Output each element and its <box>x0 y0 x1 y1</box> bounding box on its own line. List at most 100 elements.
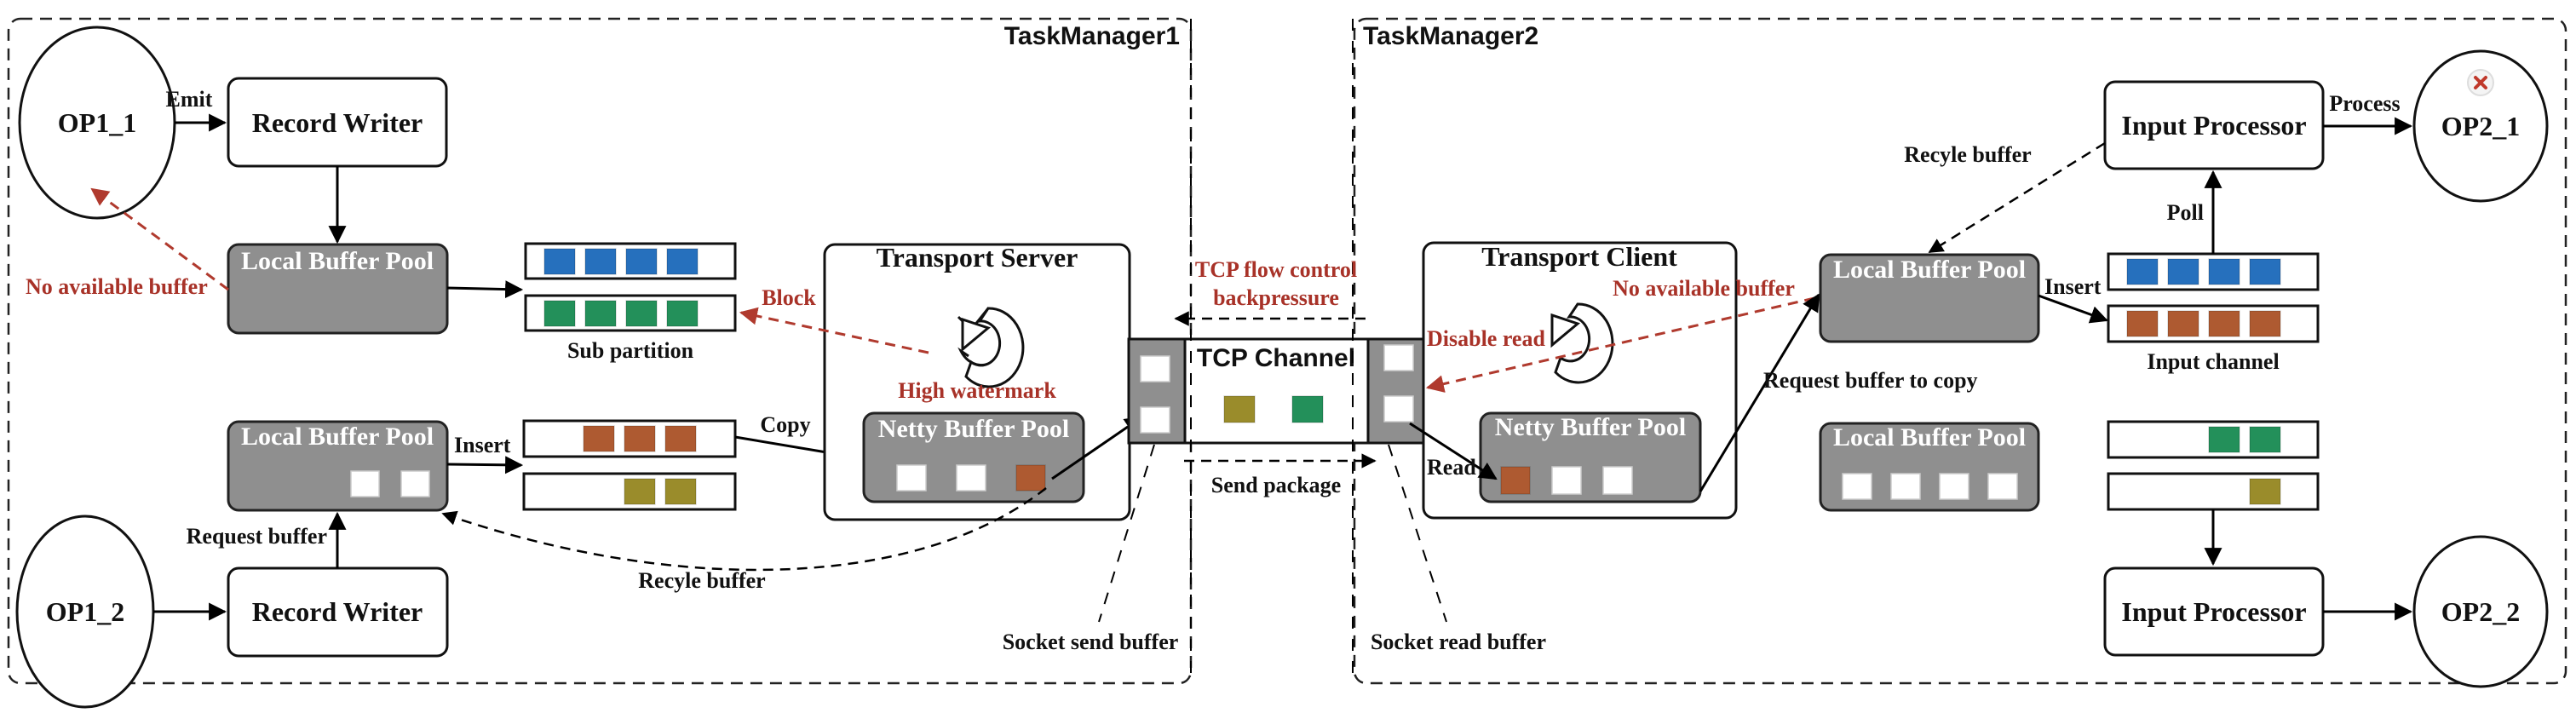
block-arrow <box>739 307 929 354</box>
buffer-block-green <box>1291 395 1324 423</box>
taskmanager1-title: TaskManager1 <box>1004 22 1180 50</box>
buffer-block-orange <box>2167 310 2199 337</box>
local-buffer-pool-tm1-top[interactable]: Local Buffer Pool <box>227 243 449 335</box>
netty-buffer-pool-client[interactable]: Netty Buffer Pool <box>1479 411 1702 503</box>
disable-read-arrow <box>1425 296 1815 393</box>
sub-partition-queue-1 <box>524 242 737 280</box>
local-buffer-pool-tm2-top[interactable]: Local Buffer Pool <box>1819 253 2040 343</box>
buffer-block-olive <box>624 478 656 505</box>
empty-buffer-slot <box>1140 406 1170 434</box>
insert-label-tm2: Insert <box>2044 274 2102 299</box>
transport-server-title: Transport Server <box>877 242 1078 273</box>
transport-client-title: Transport Client <box>1481 241 1677 272</box>
recycle-buffer-arrow-tm2 <box>1928 141 2106 254</box>
send-package-label: Send package <box>1211 473 1341 497</box>
empty-buffer-slot <box>1383 395 1414 423</box>
emit-label: Emit <box>166 87 213 112</box>
empty-buffer-slot <box>1939 473 1969 500</box>
block-label: Block <box>762 285 816 310</box>
pool-title: Local Buffer Pool <box>241 423 434 451</box>
empty-buffer-slot <box>1890 473 1921 500</box>
buffer-block-olive <box>664 478 697 505</box>
empty-buffer-slot <box>1551 466 1582 495</box>
read-socket-slots <box>1383 344 1414 423</box>
buffer-block-orange <box>2126 310 2159 337</box>
buffer-block-orange <box>2249 310 2281 337</box>
empty-buffer-slot <box>1987 473 2018 500</box>
operator-label: OP2_2 <box>2441 596 2520 627</box>
pool-title: Local Buffer Pool <box>1833 423 2026 451</box>
no-available-buffer-label-tm1: No available buffer <box>26 274 208 299</box>
queue-buffers <box>2126 310 2281 337</box>
tcp-channel-body <box>1183 337 1370 445</box>
local-buffer-pool-tm1-bottom[interactable]: Local Buffer Pool <box>227 420 449 512</box>
empty-buffer-slot <box>1140 355 1170 382</box>
buffer-block-green <box>584 300 617 327</box>
queue-buffers <box>2249 478 2281 505</box>
request-buffer-label: Request buffer <box>187 524 327 549</box>
operator-op1-2[interactable]: OP1_2 <box>15 515 155 709</box>
buffer-block-blue <box>2249 258 2281 285</box>
queue-buffers <box>543 248 699 275</box>
buffer-block-green <box>2208 426 2240 453</box>
operator-label: OP2_1 <box>2441 111 2520 141</box>
empty-buffer-slot <box>350 470 380 497</box>
disable-read-label: Disable read <box>1427 326 1545 351</box>
operator-op2-2[interactable]: OP2_2 <box>2412 535 2549 688</box>
local-buffer-pool-tm2-bottom[interactable]: Local Buffer Pool <box>1819 422 2040 512</box>
tcp-flow-control-line1: TCP flow control <box>1195 257 1357 282</box>
free-buffer-slots <box>350 470 430 497</box>
send-socket-slots <box>1140 355 1170 434</box>
empty-buffer-slot <box>1602 466 1633 495</box>
input-channel-queue-1 <box>2107 252 2320 291</box>
queue-buffers <box>2126 258 2281 285</box>
empty-buffer-slot <box>1383 344 1414 371</box>
operator-op2-1[interactable]: OP2_1 <box>2412 49 2549 203</box>
read-arrow <box>1409 422 1498 480</box>
operator-label: OP1_2 <box>46 596 124 627</box>
buffer-block-blue <box>666 248 699 275</box>
input-processor-label: Input Processor <box>2121 596 2306 627</box>
sub-partition-queue-2 <box>524 294 737 332</box>
tcp-flow-control-line2: backpressure <box>1213 285 1339 310</box>
result-queue-1 <box>522 419 737 458</box>
buffer-block-green <box>666 300 699 327</box>
refresh-loop-icon <box>957 307 1025 388</box>
record-writer-top[interactable]: Record Writer <box>227 77 448 168</box>
socket-read-buffer-leader <box>1388 444 1447 623</box>
input-channel-queue-2 <box>2107 304 2320 343</box>
input-processor-top[interactable]: Input Processor <box>2103 80 2325 170</box>
buffer-block-orange <box>1500 466 1531 495</box>
buffer-block-orange <box>2208 310 2240 337</box>
operator-op1-1[interactable]: OP1_1 <box>18 26 176 220</box>
in-flight-buffers <box>1223 395 1324 423</box>
empty-buffer-slot <box>956 464 986 492</box>
socket-send-buffer-leader <box>1098 444 1155 623</box>
input-processor-label: Input Processor <box>2121 110 2306 141</box>
insert-arrow-tm2 <box>2038 294 2108 324</box>
record-writer-label: Record Writer <box>252 596 423 627</box>
netty-buffer-pool-server[interactable]: Netty Buffer Pool <box>862 411 1085 503</box>
request-buffer-to-copy-arrow <box>1699 293 1820 492</box>
input-channel-queue-3 <box>2107 420 2320 459</box>
free-buffer-slots <box>1842 473 2018 500</box>
error-close-icon[interactable] <box>2467 69 2494 96</box>
queue-buffers <box>543 300 699 327</box>
no-buffer-arrow-tm1 <box>90 187 229 291</box>
buffer-block-orange <box>664 425 697 452</box>
taskmanager2-title: TaskManager2 <box>1363 22 1538 50</box>
buffer-block-blue <box>625 248 658 275</box>
no-available-buffer-label-tm2: No available buffer <box>1613 276 1795 301</box>
tcp-channel-title: TCP Channel <box>1197 344 1355 372</box>
tcp-channel[interactable]: TCP Channel <box>1127 337 1426 445</box>
buffer-block-orange <box>583 425 615 452</box>
buffer-block-olive <box>1223 395 1256 423</box>
pool-title: Local Buffer Pool <box>1833 256 2026 284</box>
refresh-loop-icon <box>1550 302 1614 384</box>
record-writer-bottom[interactable]: Record Writer <box>227 566 449 658</box>
buffer-block-blue <box>543 248 576 275</box>
buffer-block-green <box>625 300 658 327</box>
input-channel-queue-4 <box>2107 472 2320 511</box>
input-processor-bottom[interactable]: Input Processor <box>2103 566 2325 657</box>
input-channel-label: Input channel <box>2147 349 2279 374</box>
